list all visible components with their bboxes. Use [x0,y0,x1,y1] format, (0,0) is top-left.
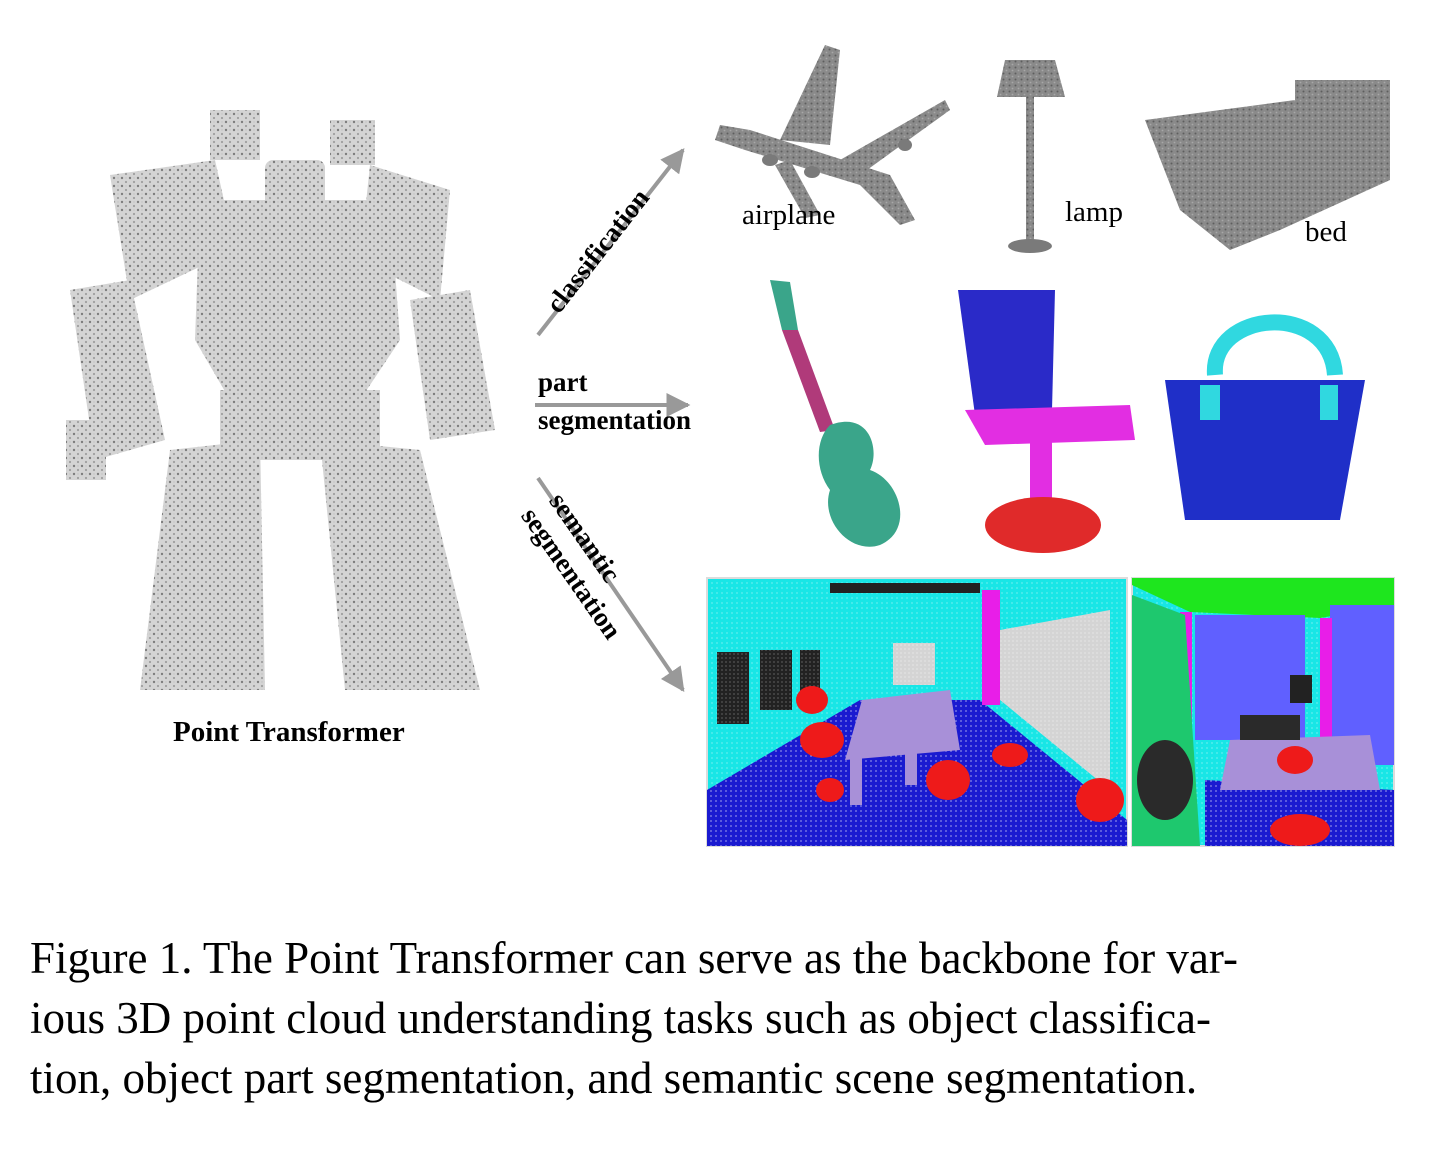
figure: Point Transformer classification part se… [66,45,1395,847]
airplane-label: airplane [742,199,836,231]
lamp-point-cloud [997,60,1065,253]
part-segmentation-label-line2: segmentation [538,405,691,435]
scene-2 [1131,577,1395,847]
caption-line-2: ious 3D point cloud understanding tasks … [30,993,1212,1043]
figure-caption: Figure 1. The Point Transformer can serv… [30,928,1425,1108]
semantic-segmentation-arrow [536,476,685,692]
caption-line-3: tion, object part segmentation, and sema… [30,1053,1198,1103]
figure-graphics [66,45,1395,847]
bed-point-cloud [1145,80,1390,250]
classification-arrow [536,148,685,337]
scene-1 [706,577,1128,847]
caption-line-1: Figure 1. The Point Transformer can serv… [30,933,1238,983]
chair-point-cloud [958,290,1135,553]
airplane-point-cloud [715,45,950,225]
robot-point-cloud [66,110,495,690]
bed-label: bed [1305,216,1347,248]
guitar-point-cloud [770,280,901,547]
bag-point-cloud [1165,314,1365,520]
part-segmentation-label-line1: part [538,367,588,397]
lamp-label: lamp [1065,196,1123,228]
point-transformer-label: Point Transformer [173,716,405,748]
